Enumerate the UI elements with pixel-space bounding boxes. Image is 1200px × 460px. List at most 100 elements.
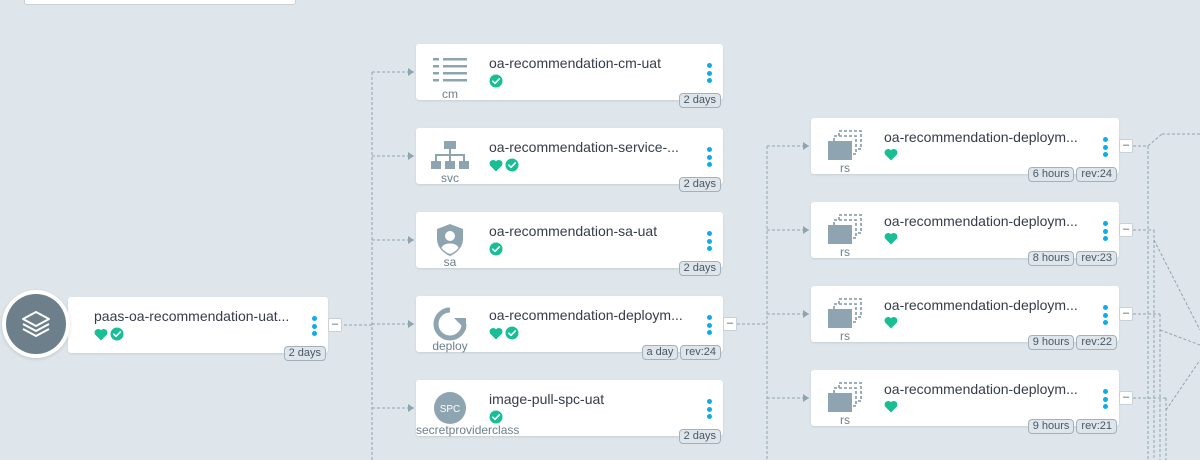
resource-tags: 2 days — [678, 429, 721, 444]
collapse-button[interactable]: – — [1119, 391, 1133, 405]
kind-label: rs — [840, 161, 850, 175]
resource-status — [489, 326, 519, 340]
resource-menu-button[interactable] — [705, 147, 713, 167]
resource-menu-button[interactable] — [705, 399, 713, 419]
resource-name: oa-recommendation-deploym... — [884, 297, 1078, 313]
resource-name: oa-recommendation-deploym... — [884, 213, 1078, 229]
synced-check-icon — [489, 242, 503, 256]
replicaset-icon — [828, 298, 862, 328]
resource-name: oa-recommendation-service-... — [489, 139, 679, 155]
resource-name: oa-recommendation-deploym... — [884, 129, 1078, 145]
info-tag: 2 days — [283, 346, 326, 361]
collapse-button[interactable]: – — [723, 317, 737, 331]
info-tag: rev:23 — [1076, 251, 1117, 266]
replicaset-3-kind-icon-box: rs — [811, 286, 879, 343]
info-tag: 2 days — [678, 261, 721, 276]
svg-text:SPC: SPC — [440, 404, 461, 415]
resource-menu-button[interactable] — [705, 315, 713, 335]
serviceaccount-icon — [437, 224, 463, 256]
resource-cm-node[interactable]: cm oa-recommendation-cm-uat 2 days — [416, 44, 723, 108]
resource-secretproviderclass-node[interactable]: SPC secretproviderclass image-pull-spc-uat… — [416, 380, 723, 444]
collapse-button[interactable]: – — [1119, 139, 1133, 153]
service-icon — [431, 141, 469, 169]
info-tag: 8 hours — [1027, 251, 1075, 266]
app-tags: 2 days — [283, 346, 326, 361]
resource-menu-button[interactable] — [1101, 137, 1109, 157]
healthy-heart-icon — [489, 327, 503, 339]
resource-menu-button[interactable] — [1101, 221, 1109, 241]
configmap-icon — [433, 58, 467, 82]
spc-icon: SPC — [434, 392, 466, 424]
resource-name: oa-recommendation-sa-uat — [489, 223, 658, 239]
resource-sa-node[interactable]: sa oa-recommendation-sa-uat 2 days — [416, 212, 723, 276]
resource-status — [489, 158, 519, 172]
resource-sa-kind-icon-box: sa — [416, 212, 484, 269]
info-tag: a day — [641, 345, 679, 360]
synced-check-icon — [505, 326, 519, 340]
replicaset-icon — [828, 382, 862, 412]
resource-svc-node[interactable]: svc oa-recommendation-service-... 2 days — [416, 128, 723, 192]
resource-secretproviderclass-kind-icon-box: SPC secretproviderclass — [416, 380, 520, 437]
replicaset-2-kind-icon-box: rs — [811, 202, 879, 259]
synced-check-icon — [489, 410, 503, 424]
resource-cm-kind-icon-box: cm — [416, 44, 484, 101]
app-node[interactable]: paas-oa-recommendation-uat... 2 days – — [68, 297, 342, 361]
collapse-button[interactable]: – — [1119, 223, 1133, 237]
app-collapse-button[interactable]: – — [328, 318, 342, 332]
layers-icon — [22, 311, 50, 337]
kind-label: rs — [840, 413, 850, 427]
info-tag: rev:24 — [1076, 167, 1117, 182]
kind-label: secretproviderclass — [416, 423, 520, 437]
resource-svc-kind-icon-box: svc — [416, 128, 484, 185]
resource-status — [884, 400, 898, 413]
info-tag: 6 hours — [1027, 167, 1075, 182]
info-tag: 2 days — [678, 429, 721, 444]
app-icon-circle[interactable] — [2, 290, 70, 358]
synced-check-icon — [505, 158, 519, 172]
resource-tags: 2 days — [678, 93, 721, 108]
resource-menu-button[interactable] — [1101, 389, 1109, 409]
info-tag: rev:24 — [680, 345, 721, 360]
deployment-icon — [433, 307, 467, 341]
info-tag: rev:21 — [1076, 419, 1117, 434]
resource-status — [489, 74, 503, 88]
filter-panel[interactable] — [24, 0, 296, 5]
healthy-heart-icon — [94, 328, 108, 340]
resource-menu-button[interactable] — [705, 231, 713, 251]
resource-tags: 2 days — [678, 261, 721, 276]
resource-tags: 2 days — [678, 177, 721, 192]
info-tag: 2 days — [678, 177, 721, 192]
app-menu-button[interactable] — [310, 316, 318, 336]
kind-label: rs — [840, 245, 850, 259]
info-tag: 9 hours — [1027, 419, 1075, 434]
healthy-heart-icon — [884, 400, 898, 413]
collapse-button[interactable]: – — [1119, 307, 1133, 321]
resource-name: oa-recommendation-deploym... — [884, 381, 1078, 397]
healthy-heart-icon — [884, 232, 898, 245]
kind-label: deploy — [432, 339, 468, 353]
resource-name: image-pull-spc-uat — [489, 391, 605, 407]
resource-status — [884, 232, 898, 245]
healthy-heart-icon — [884, 316, 898, 329]
kind-label: svc — [441, 171, 459, 185]
resource-menu-button[interactable] — [705, 63, 713, 83]
resource-deploy-kind-icon-box: deploy — [416, 296, 484, 353]
resource-status — [489, 242, 503, 256]
resource-status — [489, 410, 503, 424]
resource-name: oa-recommendation-cm-uat — [489, 55, 661, 71]
info-tag: rev:22 — [1076, 335, 1117, 350]
info-tag: 9 hours — [1027, 335, 1075, 350]
kind-label: rs — [840, 329, 850, 343]
resource-menu-button[interactable] — [1101, 305, 1109, 325]
resource-name: oa-recommendation-deploym... — [489, 307, 683, 323]
